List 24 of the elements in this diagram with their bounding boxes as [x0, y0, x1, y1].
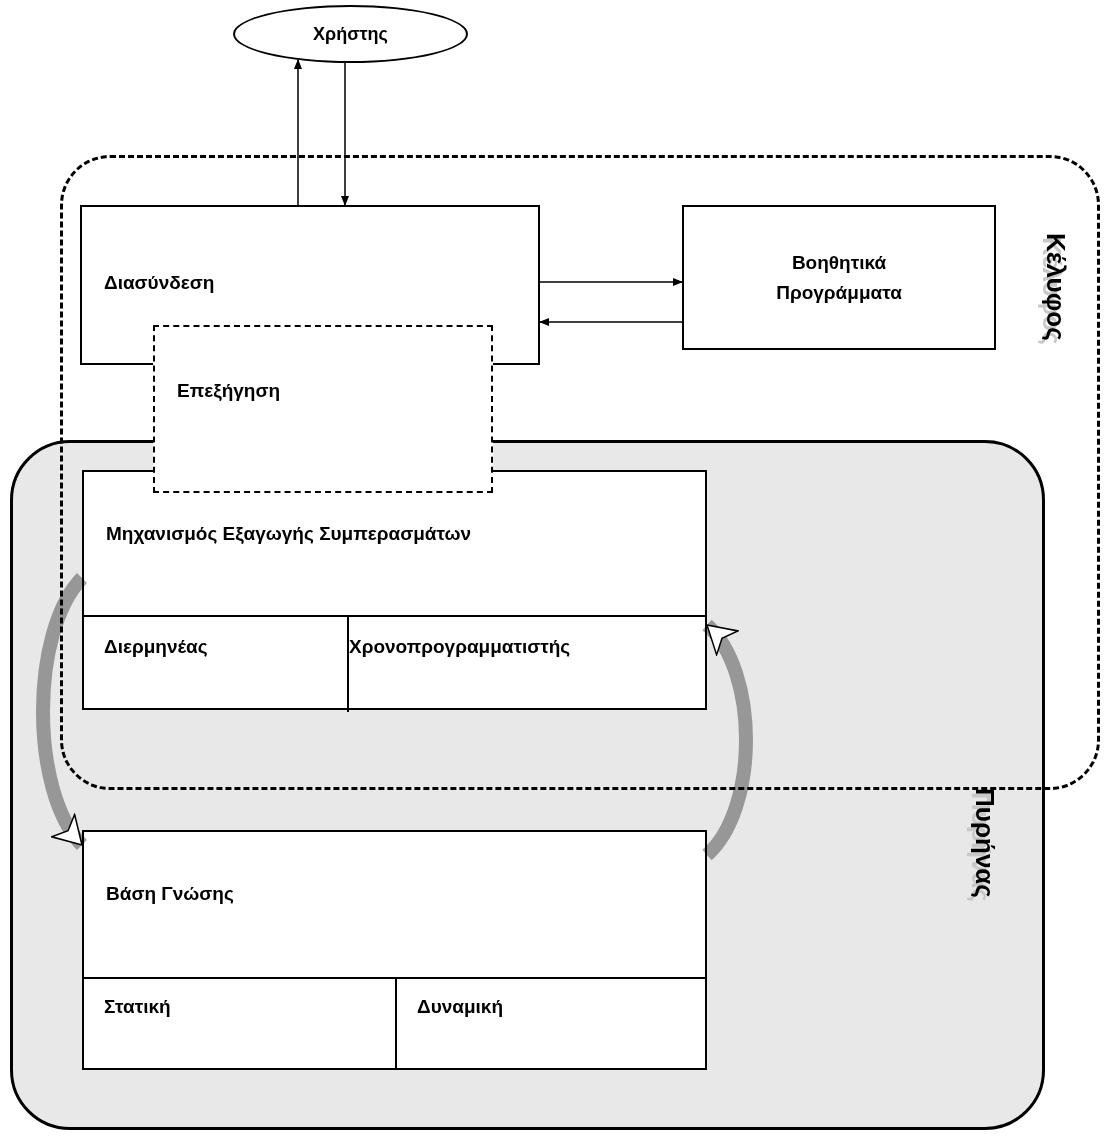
curved-block-arrow: [701, 620, 753, 860]
arrow: [341, 62, 349, 206]
node-label: Χρήστης: [313, 22, 388, 46]
box-label: Διασύνδεση: [104, 271, 216, 295]
box-label: Δυναμική: [417, 995, 505, 1019]
region-label: Πυρήνας: [969, 788, 1001, 898]
process-box: [82, 470, 707, 710]
arrow: [539, 318, 683, 326]
box-label: Βάση Γνώσης: [106, 882, 235, 906]
arrow: [539, 278, 683, 286]
curved-block-arrow: [36, 573, 88, 850]
box-label: Διερμηνέας: [104, 635, 209, 659]
region-label: Κέλυφος: [1040, 233, 1072, 341]
box-label: Στατική: [104, 995, 172, 1019]
dashed-box: [153, 325, 493, 493]
box-label: Επεξήγηση: [177, 379, 282, 403]
arrow: [294, 58, 302, 206]
box-label: Βοηθητικά Προγράμματα: [775, 250, 903, 305]
process-box: [82, 830, 707, 1070]
sub-box: [84, 977, 397, 1070]
box-label: Μηχανισμός Εξαγωγής Συμπερασμάτων: [106, 522, 473, 546]
process-box: [682, 205, 996, 350]
sub-box: [84, 615, 349, 712]
box-label: Χρονοπρογραμματιστής: [349, 635, 572, 659]
